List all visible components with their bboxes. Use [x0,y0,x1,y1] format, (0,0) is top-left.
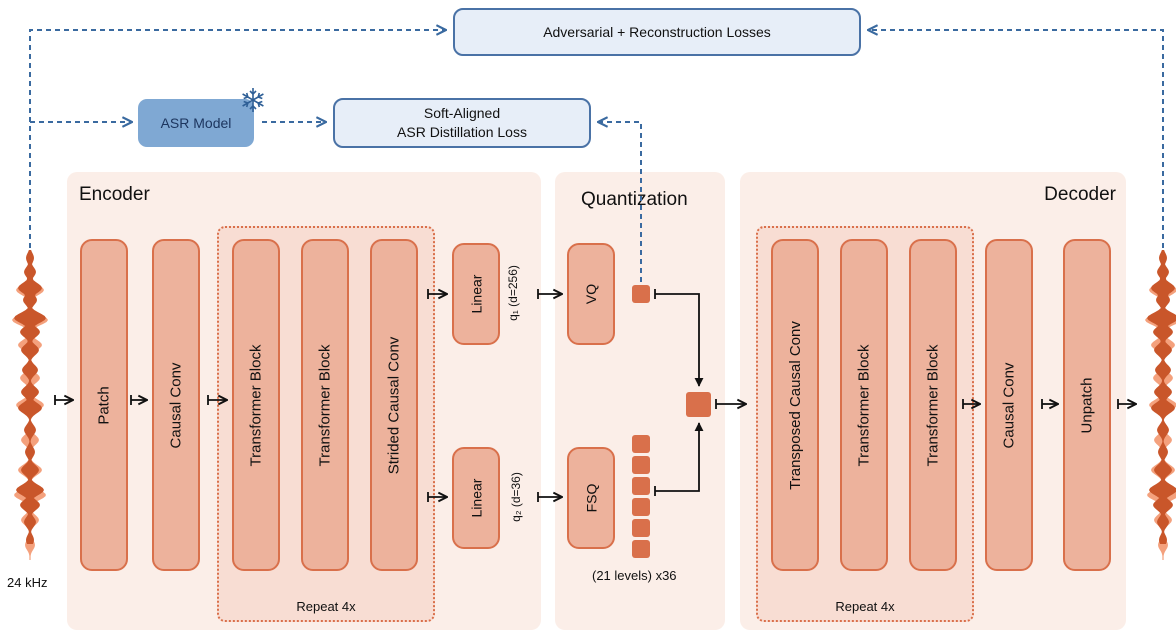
arrow-to-linear-bottom [427,492,447,502]
arrow-patch-to-conv [130,395,147,405]
arrow-to-vq [537,289,562,299]
encoder-causal-conv-block[interactable]: Causal Conv [152,239,200,571]
fsq-token-1 [632,435,650,453]
encoder-title: Encoder [79,184,150,205]
encoder-transformer-block-2[interactable]: Transformer Block [301,239,349,571]
waveform-dark-layer [14,250,46,544]
decoder-repeat-label: Repeat 4x [835,599,895,614]
decoder-transformer-block-2[interactable]: Transformer Block [909,239,957,571]
arrow-fsq-to-merge [654,422,704,496]
distill-line-1: Soft-Aligned [423,105,501,121]
transposed-causal-conv-block[interactable]: Transposed Causal Conv [771,239,819,571]
vq-block[interactable]: VQ [567,243,615,345]
sample-rate-label: 24 kHz [7,575,48,590]
arrow-conv-to-transformer [207,395,227,405]
waveform-dark-layer [1147,250,1176,544]
arrow-vq-to-merge [654,289,704,387]
decoder-title: Decoder [1044,184,1116,205]
merged-token [686,392,711,417]
fsq-token-3 [632,477,650,495]
flow-arrows [54,289,1136,502]
dashed-feedback-lines [29,30,1164,282]
vq-token [632,285,650,303]
fsq-token-4 [632,498,650,516]
output-to-adversarial-line [868,30,1164,248]
fsq-token-6 [632,540,650,558]
arrow-to-decoder-conv [962,399,980,409]
patch-block[interactable]: Patch [80,239,128,571]
fsq-levels-label: (21 levels) x36 [592,568,677,583]
adversarial-reconstruction-loss-box[interactable]: Adversarial + Reconstruction Losses [453,8,861,56]
asr-distillation-loss-box[interactable]: Soft-Aligned ASR Distillation Loss [333,98,591,148]
linear-top-block[interactable]: Linear [452,243,500,345]
fsq-token-5 [632,519,650,537]
vq-to-distill-line [598,122,642,282]
arrow-unpatch-to-output [1117,399,1136,409]
snowflake-icon [242,88,264,112]
arrow-to-linear-top [427,289,447,299]
input-to-adversarial-line [29,30,446,248]
fsq-token-2 [632,456,650,474]
fsq-block[interactable]: FSQ [567,447,615,549]
strided-causal-conv-block[interactable]: Strided Causal Conv [370,239,418,571]
arrow-to-unpatch [1041,399,1058,409]
arrow-merge-to-decoder [715,399,746,409]
encoder-repeat-label: Repeat 4x [296,599,356,614]
decoder-causal-conv-block[interactable]: Causal Conv [985,239,1033,571]
arrow-input-to-patch [54,395,73,405]
output-waveform-icon [1145,250,1176,560]
encoder-transformer-block-1[interactable]: Transformer Block [232,239,280,571]
adversarial-loss-label: Adversarial + Reconstruction Losses [543,23,771,40]
input-waveform-icon [12,250,48,560]
asr-model-box[interactable]: ASR Model [138,99,254,147]
arrow-to-fsq [537,492,562,502]
unpatch-block[interactable]: Unpatch [1063,239,1111,571]
decoder-transformer-block-1[interactable]: Transformer Block [840,239,888,571]
linear-bottom-block[interactable]: Linear [452,447,500,549]
distill-line-2: ASR Distillation Loss [397,124,527,140]
asr-model-label: ASR Model [160,115,232,131]
quantization-title: Quantization [581,189,688,210]
